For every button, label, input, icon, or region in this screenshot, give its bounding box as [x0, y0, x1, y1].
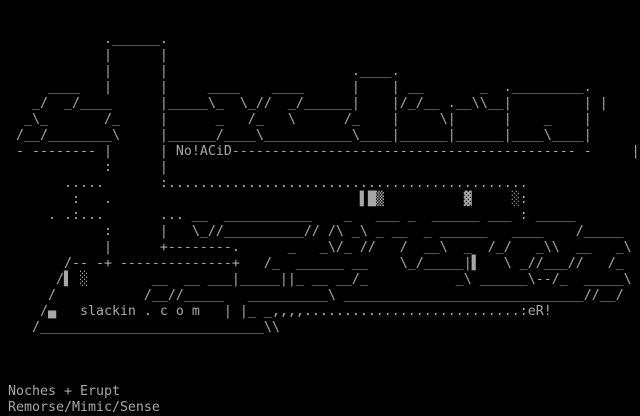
art-row — [0, 336, 640, 352]
art-row: . .:... ... __ ___________ _ ___ _ _____… — [0, 208, 576, 223]
art-row: | +--------. _ _\/_ // / __\ _ /_/ _\\ _… — [0, 240, 632, 255]
art-row: ..... :.................................… — [0, 176, 528, 191]
art-row: .______. — [0, 32, 168, 47]
art-row: | | — [0, 48, 168, 63]
art-row-title: /▄ slackin . c o m | |_ _,,,,...........… — [0, 304, 552, 319]
art-row: /-- -+ --------------+ /_ ______ __ \_/_… — [0, 256, 624, 271]
art-row — [0, 368, 640, 384]
art-row: | | .____. — [0, 64, 400, 79]
art-row — [0, 16, 640, 32]
art-row: _/ _/____ |_____\_ \_// _/______| |/_/__… — [0, 96, 608, 111]
art-row — [0, 352, 640, 368]
art-row: : | \_//__________// /\ _\ _ __ _ ______… — [0, 224, 624, 239]
art-row: : | — [0, 160, 168, 175]
art-row: : . ▌█▒ ▓ ░: — [0, 192, 528, 207]
art-row: /__/________\ |______/____\___________\_… — [0, 128, 592, 143]
art-row: / /__//_____ __________\ _______________… — [0, 288, 624, 303]
art-row: _\_ /_ | _ /_ \ /_ | \| | _ | — [0, 112, 592, 127]
art-row: /▌ ░ __ __ ___|_____||_ __ __/_ _\ _____… — [0, 272, 632, 287]
credits-line-2: Remorse/Mimic/Sense — [0, 400, 160, 415]
art-row — [0, 0, 640, 16]
credits-line-1: Noches + Erupt — [0, 384, 120, 399]
art-row: ____ | | ____ ____ | | __ _ ._________. — [0, 80, 592, 95]
art-row-group-tag: - -------- | | No!ACiD------------------… — [0, 144, 640, 159]
art-row: /____________________________\\ — [0, 320, 280, 335]
